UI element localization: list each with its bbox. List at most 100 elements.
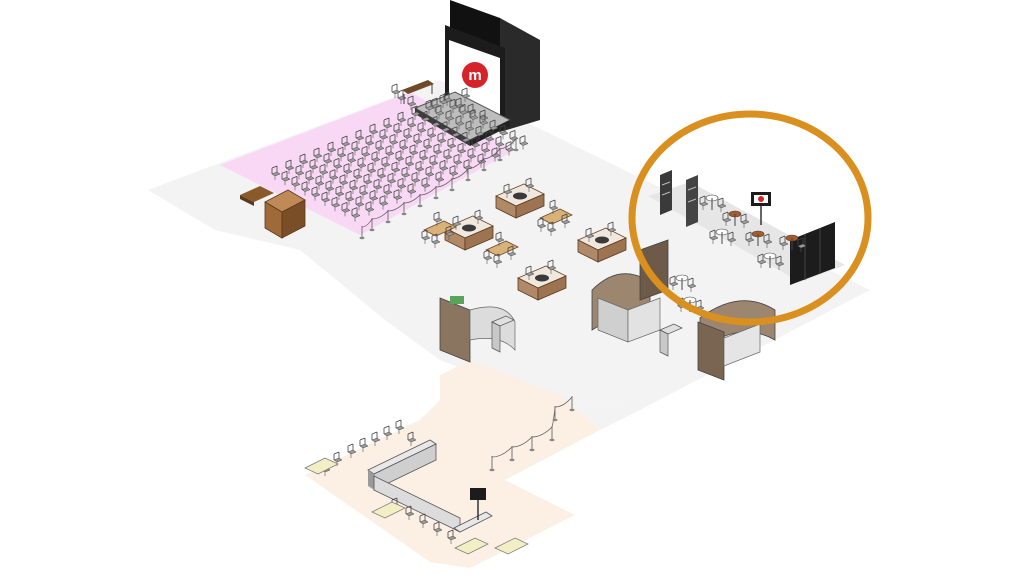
chair-back <box>395 150 402 154</box>
chair-back <box>383 425 390 429</box>
seminar-chair <box>349 179 359 194</box>
seminar-chair <box>509 130 519 145</box>
chair-back <box>607 221 614 225</box>
chair-seat <box>369 129 379 135</box>
armchair <box>525 177 535 192</box>
seminar-chair <box>339 174 349 189</box>
bistro-chair <box>757 253 767 268</box>
chair-seat <box>347 158 357 163</box>
booth-table <box>595 236 609 244</box>
bistro-chair <box>709 229 719 244</box>
seminar-chair <box>425 99 435 114</box>
seminar-chair <box>341 202 351 217</box>
chair-seat <box>331 202 341 208</box>
stanchion-base <box>497 158 503 162</box>
chair-seat <box>407 122 417 128</box>
chair-seat <box>433 149 443 155</box>
seminar-chair <box>429 154 439 170</box>
chair-seat <box>411 111 421 117</box>
chair-back <box>437 132 444 136</box>
chair-seat <box>779 241 789 247</box>
stanchion-rope <box>451 168 469 180</box>
chair-seat <box>493 259 503 265</box>
chair-seat <box>419 155 429 161</box>
seminar-chair <box>409 144 419 159</box>
display-screen-stand <box>751 192 771 225</box>
chair-seat <box>347 449 357 455</box>
chair-back <box>757 253 764 257</box>
bar-tv-stand <box>470 488 486 520</box>
seminar-chair <box>423 138 433 153</box>
stanchion-base <box>481 168 487 172</box>
seminar-chair <box>329 169 339 184</box>
booth-wall <box>464 225 494 251</box>
chair-back <box>391 497 398 501</box>
stage-side-desk <box>402 80 434 104</box>
chair-back <box>375 140 382 143</box>
chair-seat <box>383 431 393 437</box>
info-kiosks <box>491 315 683 357</box>
seminar-chair <box>285 159 295 174</box>
bar-stool <box>433 521 443 536</box>
chair-seat <box>547 265 557 271</box>
seminar-chair <box>445 110 455 125</box>
chair-seat <box>311 192 321 198</box>
chair-back <box>383 117 390 121</box>
chair-back <box>329 169 336 172</box>
chair-back <box>525 177 532 181</box>
stanchion-base <box>552 418 558 422</box>
chair-back <box>411 105 418 109</box>
seminar-chair <box>421 177 431 192</box>
chair-seat <box>441 127 451 132</box>
chair-seat <box>669 281 679 287</box>
seminar-chair <box>333 158 343 173</box>
stanchion-rope <box>435 178 453 188</box>
chair-seat <box>413 139 423 144</box>
chair-back <box>301 181 308 184</box>
seminar-chair <box>403 128 413 143</box>
lounge-booth <box>577 221 627 263</box>
chair-seat <box>405 511 415 517</box>
stanchion-rope <box>467 158 485 170</box>
chair-seat <box>315 181 325 186</box>
chair-back <box>509 130 516 133</box>
stanchion-rope <box>371 210 389 220</box>
chair-back <box>395 419 402 423</box>
chair-seat <box>383 123 393 129</box>
chair-back <box>365 201 372 204</box>
chair-back <box>371 151 378 154</box>
chair-seat <box>431 122 441 127</box>
stanchion-base <box>489 468 495 472</box>
seminar-chair <box>359 184 369 200</box>
seminar-chair <box>431 116 441 131</box>
bar-stool <box>405 505 415 520</box>
chair-back <box>393 122 400 126</box>
chair-seat <box>407 189 417 194</box>
chair-back <box>431 233 438 237</box>
chair-seat <box>443 154 453 160</box>
chair-seat <box>423 144 433 150</box>
chair-back <box>455 115 462 118</box>
bistro-chair <box>763 233 773 248</box>
bar-stool <box>407 431 417 446</box>
stanchion-rope <box>361 218 373 228</box>
bistro-table <box>757 252 785 270</box>
chair-back <box>391 83 398 87</box>
seminar-chair <box>351 207 361 222</box>
seminar-chair <box>421 110 431 126</box>
chair-back <box>457 142 464 146</box>
armchair <box>452 215 462 230</box>
lounge-booth <box>495 177 545 219</box>
seminar-chair <box>325 180 335 195</box>
booth-wall <box>537 275 567 301</box>
seminar-chair <box>379 195 389 210</box>
seminar-chair <box>343 163 353 178</box>
chair-seat <box>371 157 381 162</box>
seminar-chair <box>309 158 319 174</box>
seminar-chair <box>439 93 449 108</box>
booth-wall <box>597 237 627 263</box>
seminar-chair <box>395 150 405 165</box>
stanchion-base <box>359 236 365 240</box>
chair-back <box>475 125 482 129</box>
